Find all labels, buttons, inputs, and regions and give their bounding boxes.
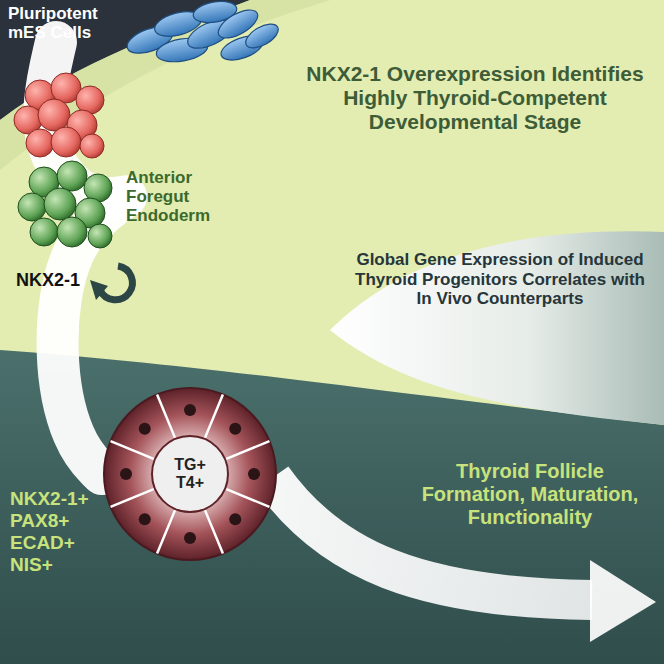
cell-border [205, 509, 223, 553]
follicle-markers: TG+ T4+ [164, 456, 216, 492]
stage-label: Pluripotent mES Cells [8, 4, 120, 42]
pale-band [0, 0, 330, 170]
cell-border [111, 489, 155, 507]
cell-border [225, 441, 269, 459]
cell-nucleus [229, 423, 241, 435]
gene-label: NKX2-1 [16, 270, 96, 291]
mes-cell-cluster [124, 0, 282, 65]
marker-list: NKX2-1+ PAX8+ ECAD+ NIS+ [10, 488, 102, 575]
expression-note: Global Gene Expression of Induced Thyroi… [352, 250, 648, 309]
cell-nucleus [139, 423, 151, 435]
follicle-lumen [152, 436, 228, 512]
cell-border [205, 395, 223, 439]
mes-cell-label-box: Pluripotent mES Cells [8, 4, 120, 42]
stage-label: Anterior Foregut Endoderm [126, 168, 238, 225]
follicle-wall [104, 388, 276, 560]
cell-nucleus [184, 532, 196, 544]
cell-border [157, 509, 175, 553]
cell-border [157, 395, 175, 439]
cell-nucleus [184, 404, 196, 416]
cell-border [225, 489, 269, 507]
cell-nucleus [248, 468, 260, 480]
curly-arrow [90, 266, 132, 300]
cell-border [111, 441, 155, 459]
lens-panel [330, 231, 664, 425]
cell-nucleus [120, 468, 132, 480]
endoderm-label-box: Anterior Foregut Endoderm [126, 168, 238, 225]
cell-nucleus [139, 513, 151, 525]
outcome-note: Thyroid Follicle Formation, Maturation, … [410, 460, 650, 529]
red-cell-cluster [14, 73, 104, 158]
cell-nucleus [229, 513, 241, 525]
swoosh-arrowhead [590, 560, 656, 642]
thyroid-follicle: TG+ T4+ [102, 386, 278, 562]
green-cell-cluster [18, 161, 112, 248]
finding-heading: NKX2-1 Overexpression Identifies Highly … [300, 62, 650, 134]
